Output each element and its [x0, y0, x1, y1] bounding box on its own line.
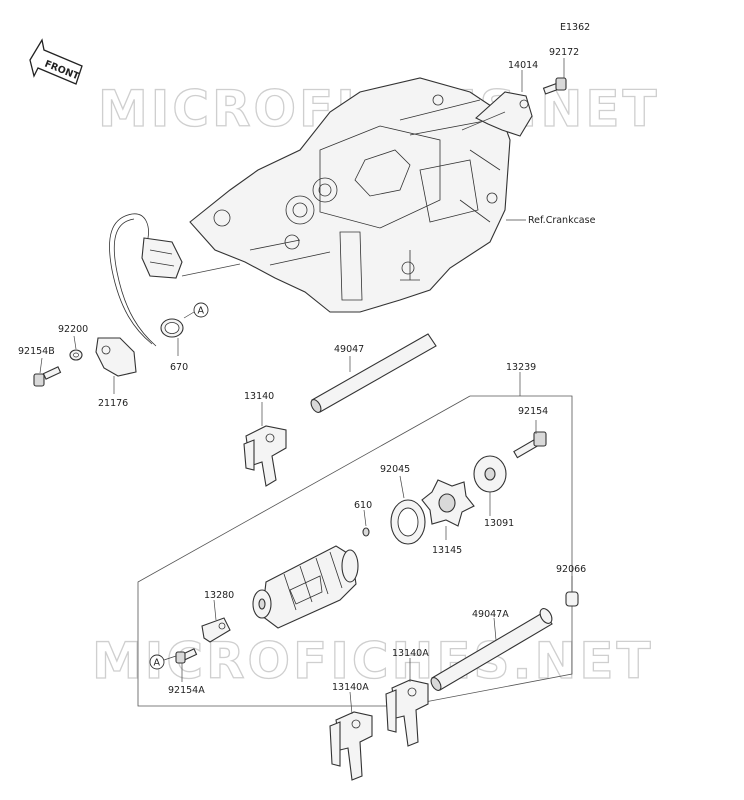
washer-13091 — [473, 455, 507, 493]
label-92154A: 92154A — [168, 685, 205, 696]
fork-13140A-lower — [329, 711, 373, 781]
label-13239: 13239 — [506, 362, 536, 373]
callout-a-bottom: A — [149, 654, 165, 670]
sensor-21176 — [95, 213, 183, 377]
label-92066: 92066 — [556, 564, 586, 575]
svg-text:A: A — [198, 306, 205, 317]
label-13145: 13145 — [432, 545, 462, 556]
label-49047: 49047 — [334, 344, 364, 355]
washer-92200 — [69, 349, 83, 361]
callout-a-top: A — [193, 302, 209, 318]
bolt-92154 — [513, 431, 547, 459]
bolt-92154A — [175, 648, 198, 664]
label-92154B: 92154B — [18, 346, 55, 357]
svg-text:A: A — [154, 658, 161, 669]
ref-crankcase-label: Ref.Crankcase — [528, 215, 596, 226]
front-arrow-icon: FRONT — [29, 38, 83, 85]
crankcase-housing — [189, 77, 511, 313]
pin-610 — [362, 527, 370, 537]
label-13140A-lower: 13140A — [332, 682, 369, 693]
label-610: 610 — [354, 500, 372, 511]
label-13280: 13280 — [204, 590, 234, 601]
star-gear-13145 — [421, 479, 475, 527]
bolt-92154B — [33, 366, 62, 387]
label-92154: 92154 — [518, 406, 548, 417]
cam-13280 — [201, 617, 231, 643]
bearing-92045 — [390, 499, 426, 545]
label-14014: 14014 — [508, 60, 538, 71]
fork-13140 — [243, 425, 287, 487]
plate-14014 — [475, 91, 533, 137]
label-670: 670 — [170, 362, 188, 373]
cap-92066 — [565, 591, 579, 607]
label-92172: 92172 — [549, 47, 579, 58]
fork-13140A-upper — [385, 679, 429, 747]
o-ring-670 — [160, 318, 184, 338]
diagram-code: E1362 — [560, 22, 590, 33]
label-13140A-upper: 13140A — [392, 648, 429, 659]
bolt-92172 — [542, 77, 567, 95]
shift-drum — [252, 545, 359, 629]
label-92200: 92200 — [58, 324, 88, 335]
label-49047A: 49047A — [472, 609, 509, 620]
label-13091: 13091 — [484, 518, 514, 529]
label-13140: 13140 — [244, 391, 274, 402]
shaft-49047 — [310, 333, 437, 413]
assembly-frame-13239 — [137, 395, 573, 707]
label-21176: 21176 — [98, 398, 128, 409]
shaft-49047A — [430, 608, 553, 691]
label-92045: 92045 — [380, 464, 410, 475]
